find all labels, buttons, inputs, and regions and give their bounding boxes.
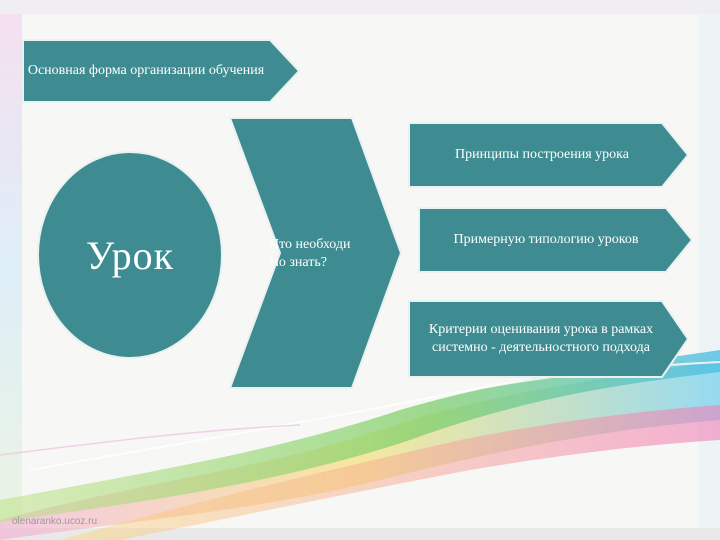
item-box-criteria: Критерии оценивания урока в рамках систе… <box>408 300 690 378</box>
chevron-arrow: Что необходи мо знать? <box>228 116 404 390</box>
item-box-shape-1 <box>408 122 690 188</box>
item-label-principles: Принципы построения урока <box>455 147 629 162</box>
chevron-label: Что необходи мо знать? <box>270 237 351 270</box>
top-pentagon-box: Основная форма организации обучения <box>22 39 302 103</box>
top-box-shape <box>22 39 301 103</box>
circle-shape <box>37 151 223 359</box>
item-box-principles: Принципы построения урока <box>408 122 690 188</box>
circle-label: Урок <box>85 232 175 278</box>
top-box-label: Основная форма организации обучения <box>27 63 265 78</box>
item-box-typology: Примерную типологию уроков <box>418 207 694 273</box>
item-label-typology: Примерную типологию уроков <box>453 232 639 247</box>
item-box-shape-3 <box>408 300 690 378</box>
item-label-criteria: Критерии оценивания урока в рамках систе… <box>428 322 654 355</box>
item-box-shape-2 <box>418 207 694 273</box>
watermark-text: olenaranko.ucoz.ru <box>12 516 98 527</box>
lesson-circle: Урок <box>36 150 224 360</box>
chevron-shape <box>228 117 403 389</box>
